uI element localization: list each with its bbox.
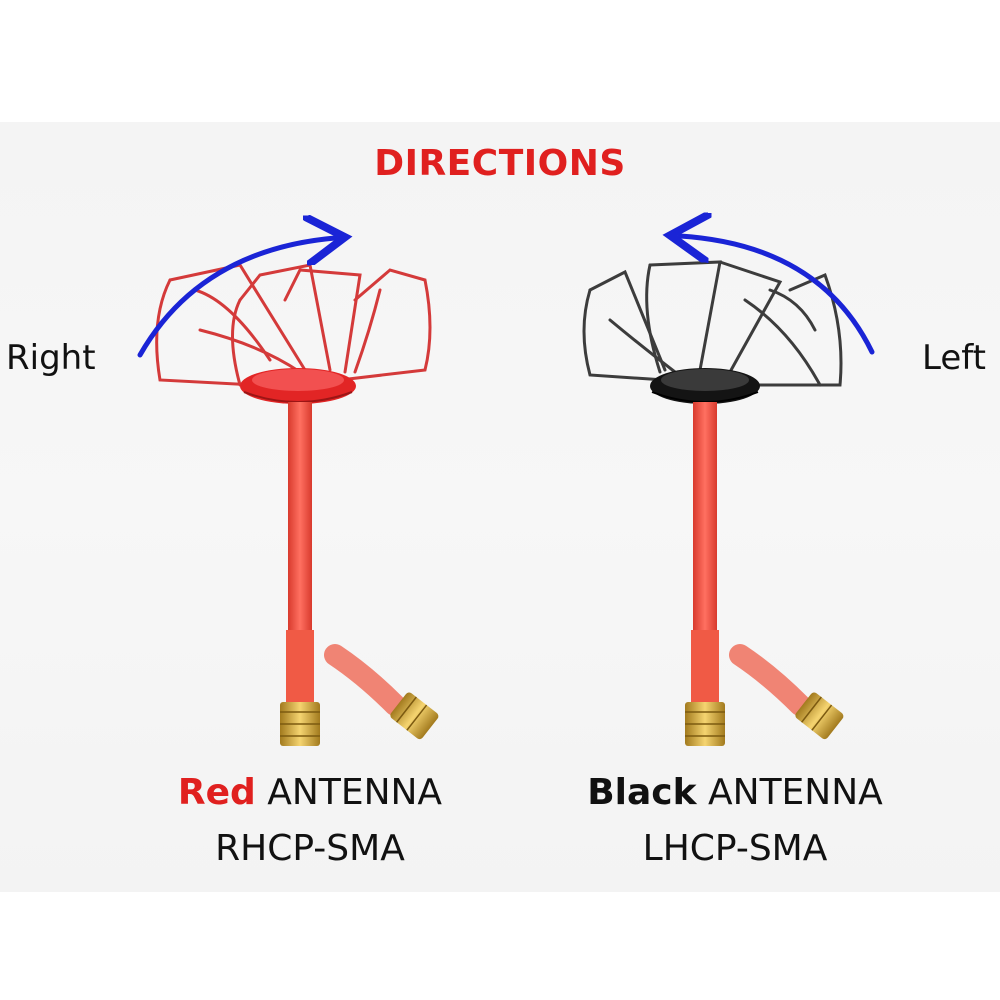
red-antenna-caption: Red ANTENNA RHCP-SMA (80, 765, 540, 877)
black-antenna-suffix: ANTENNA (696, 772, 883, 813)
red-antenna-model: RHCP-SMA (215, 828, 405, 869)
right-direction-label: Right (6, 338, 96, 378)
red-antenna (155, 263, 439, 746)
black-antenna-pigtail-cable (729, 644, 811, 716)
black-antenna-name: Black ANTENNA (505, 765, 965, 821)
black-antenna-caption: Black ANTENNA LHCP-SMA (505, 765, 965, 877)
black-antenna-sleeve (691, 630, 719, 702)
red-antenna-suffix: ANTENNA (255, 772, 443, 813)
red-antenna-pigtail-connector (390, 692, 439, 740)
page-title: DIRECTIONS (374, 143, 626, 184)
red-antenna-pigtail-cable (324, 644, 406, 716)
black-antenna-stem (693, 402, 717, 634)
red-antenna-sleeve (286, 630, 314, 702)
left-rotation-arrow-icon (680, 236, 875, 355)
black-antenna (582, 260, 844, 746)
right-rotation-arrow-icon (137, 238, 335, 358)
left-direction-label: Left (922, 338, 986, 378)
red-antenna-color-word: Red (177, 772, 256, 813)
background-band (0, 122, 1000, 892)
black-antenna-pigtail-connector (795, 692, 844, 740)
red-antenna-stem (288, 402, 312, 634)
black-antenna-color-word: Black (587, 772, 697, 813)
red-antenna-wire-loops (155, 263, 432, 387)
red-antenna-name: Red ANTENNA (80, 765, 540, 821)
black-antenna-wire-loops (582, 260, 843, 387)
black-antenna-model: LHCP-SMA (642, 828, 828, 869)
